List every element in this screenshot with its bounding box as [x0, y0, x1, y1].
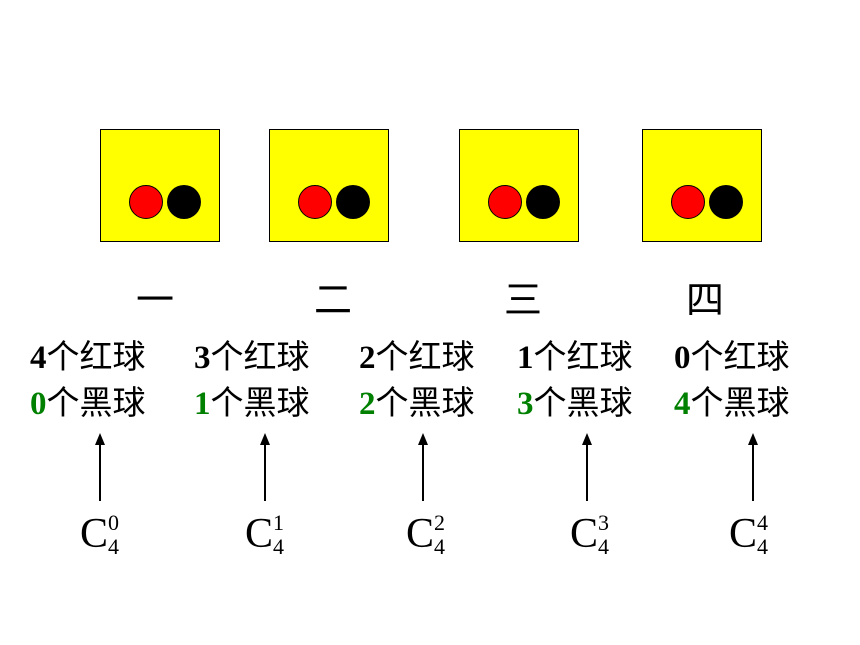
count-text: 个黑球 — [690, 383, 790, 422]
box-label-1: 一 — [135, 278, 174, 322]
count-number: 1 — [517, 340, 534, 376]
count-text: 个红球 — [46, 337, 146, 376]
count-text: 个红球 — [690, 337, 790, 376]
comb-superscript: 1 — [273, 510, 284, 535]
count-text: 个红球 — [210, 337, 310, 376]
comb-superscript: 3 — [598, 510, 609, 535]
box-label-2: 二 — [313, 278, 352, 322]
box-4 — [642, 129, 762, 242]
box-1 — [100, 129, 220, 242]
black-ball — [336, 185, 370, 219]
comb-subscript: 4 — [273, 534, 284, 559]
red-count-4: 1个红球 — [517, 337, 633, 378]
count-number: 3 — [517, 386, 534, 422]
count-number: 4 — [30, 340, 47, 376]
black-count-4: 3个黑球 — [517, 383, 633, 424]
count-number: 0 — [30, 386, 47, 422]
combination-3: C 2 4 — [406, 510, 486, 558]
red-count-2: 3个红球 — [194, 337, 310, 378]
up-arrow-icon — [418, 433, 428, 501]
up-arrow-icon — [748, 433, 758, 501]
combination-2: C 1 4 — [245, 510, 325, 558]
red-ball — [298, 185, 332, 219]
comb-base: C — [406, 511, 435, 557]
red-count-3: 2个红球 — [359, 337, 475, 378]
black-count-5: 4个黑球 — [674, 383, 790, 424]
comb-superscript: 0 — [108, 510, 119, 535]
count-number: 2 — [359, 386, 376, 422]
up-arrow-icon — [260, 433, 270, 501]
comb-subscript: 4 — [598, 534, 609, 559]
box-3 — [459, 129, 579, 242]
box-label-3: 三 — [503, 278, 542, 322]
red-count-5: 0个红球 — [674, 337, 790, 378]
comb-base: C — [570, 511, 599, 557]
black-ball — [167, 185, 201, 219]
comb-base: C — [80, 511, 109, 557]
black-count-2: 1个黑球 — [194, 383, 310, 424]
comb-subscript: 4 — [434, 534, 445, 559]
count-text: 个黑球 — [533, 383, 633, 422]
count-text: 个黑球 — [375, 383, 475, 422]
count-number: 0 — [674, 340, 691, 376]
comb-base: C — [729, 511, 758, 557]
combination-1: C 0 4 — [80, 510, 160, 558]
red-count-1: 4个红球 — [30, 337, 146, 378]
up-arrow-icon — [582, 433, 592, 501]
comb-superscript: 4 — [757, 510, 768, 535]
black-count-1: 0个黑球 — [30, 383, 146, 424]
combination-5: C 4 4 — [729, 510, 809, 558]
comb-base: C — [245, 511, 274, 557]
comb-subscript: 4 — [757, 534, 768, 559]
count-text: 个红球 — [533, 337, 633, 376]
count-number: 4 — [674, 386, 691, 422]
count-text: 个红球 — [375, 337, 475, 376]
combination-4: C 3 4 — [570, 510, 650, 558]
count-number: 1 — [194, 386, 211, 422]
count-number: 2 — [359, 340, 376, 376]
red-ball — [671, 185, 705, 219]
red-ball — [129, 185, 163, 219]
comb-subscript: 4 — [108, 534, 119, 559]
comb-superscript: 2 — [434, 510, 445, 535]
count-text: 个黑球 — [46, 383, 146, 422]
black-ball — [709, 185, 743, 219]
box-label-4: 四 — [685, 278, 724, 322]
box-2 — [269, 129, 389, 242]
count-text: 个黑球 — [210, 383, 310, 422]
up-arrow-icon — [95, 433, 105, 501]
black-count-3: 2个黑球 — [359, 383, 475, 424]
red-ball — [488, 185, 522, 219]
black-ball — [526, 185, 560, 219]
count-number: 3 — [194, 340, 211, 376]
